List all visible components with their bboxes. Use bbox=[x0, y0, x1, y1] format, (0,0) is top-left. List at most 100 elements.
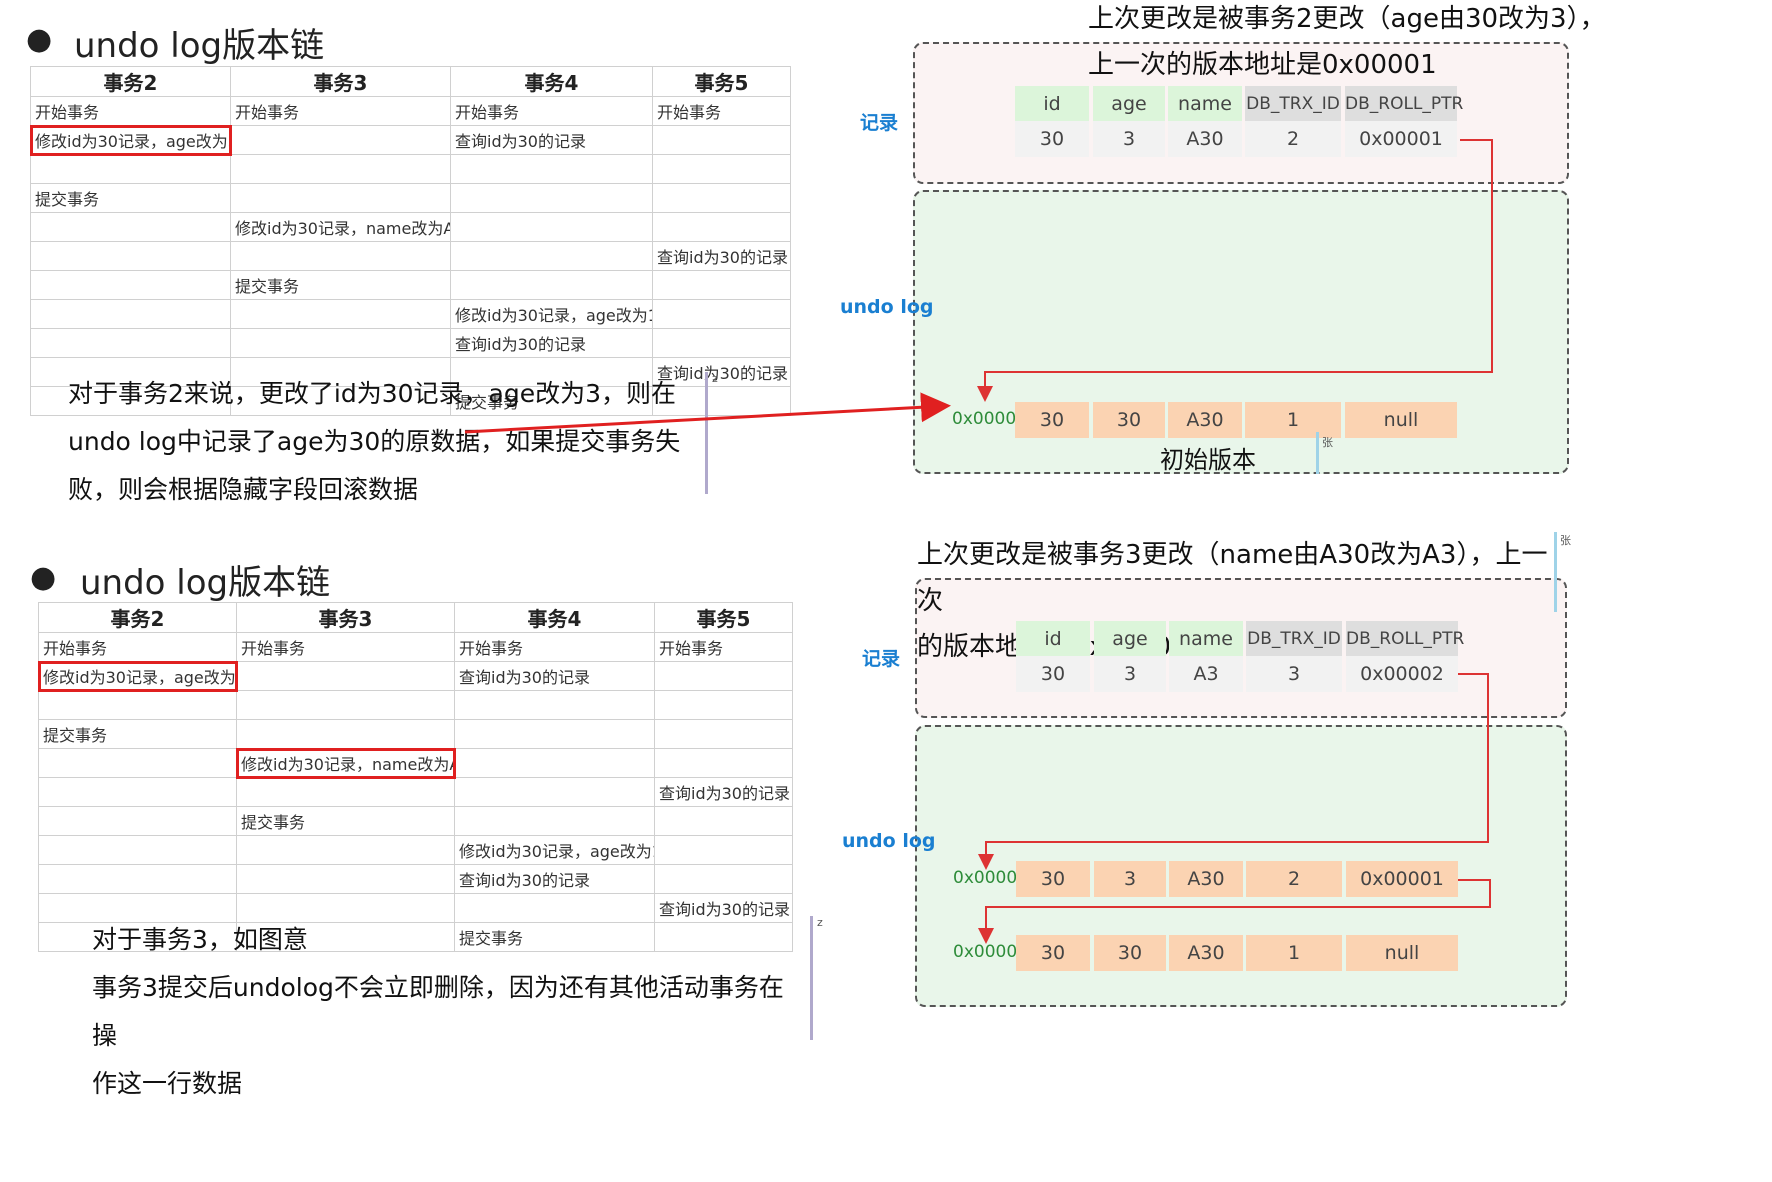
table-cell bbox=[654, 690, 793, 720]
undo-address: 0x00001 bbox=[952, 409, 1027, 429]
undo-cell: null bbox=[1346, 935, 1458, 971]
undo-log-label: undo log bbox=[842, 830, 936, 852]
undo-cell: 30 bbox=[1015, 402, 1089, 438]
caption-1: 上次更改是被事务2更改（age由30改为3）， 上一次的版本地址是0x00001 bbox=[1088, 0, 1768, 88]
explanation-line: 败，则会根据隐藏字段回滚数据 bbox=[68, 475, 419, 504]
table-row: 开始事务开始事务开始事务开始事务 bbox=[38, 632, 793, 662]
column-header: age bbox=[1093, 86, 1165, 122]
column-header: id bbox=[1016, 621, 1090, 657]
table-cell bbox=[230, 154, 451, 184]
table-row: 提交事务 bbox=[30, 270, 791, 300]
table-row: 查询id为30的记录 bbox=[30, 357, 791, 387]
table-cell bbox=[450, 212, 653, 242]
table-cell: 开始事务 bbox=[30, 96, 231, 126]
undo-cell: A30 bbox=[1169, 935, 1243, 971]
table-cell bbox=[654, 864, 793, 894]
table-cell bbox=[30, 328, 231, 358]
caption-line: 上一次的版本地址是0x00001 bbox=[1088, 50, 1437, 80]
table-cell bbox=[236, 719, 455, 749]
divider-bar bbox=[705, 372, 708, 494]
undo-cell: 0x00001 bbox=[1346, 861, 1458, 897]
table-cell bbox=[230, 299, 451, 329]
column-header: DB_TRX_ID bbox=[1246, 621, 1342, 657]
table-cell bbox=[230, 357, 451, 387]
side-mark: 张 bbox=[1560, 534, 1571, 547]
column-header: name bbox=[1169, 621, 1243, 657]
record-cell: 30 bbox=[1015, 121, 1089, 157]
explanation-line: 对于事务3，如图意 bbox=[92, 925, 308, 954]
table-header: 事务2 bbox=[30, 66, 231, 97]
undo-cell: 30 bbox=[1094, 935, 1166, 971]
caption-line: 上次更改是被事务2更改（age由30改为3）， bbox=[1088, 4, 1606, 34]
table-cell: 查询id为30的记录 bbox=[450, 125, 653, 155]
table-cell bbox=[652, 125, 791, 155]
undo-cell: A30 bbox=[1169, 861, 1243, 897]
table-row bbox=[38, 690, 793, 720]
section-heading-2: undo log版本链 bbox=[80, 563, 331, 603]
undo-cell: 2 bbox=[1246, 861, 1342, 897]
table-header: 事务2 bbox=[38, 602, 237, 633]
explanation-line: 事务3提交后undolog不会立即删除，因为还有其他活动事务在操 bbox=[92, 973, 784, 1050]
table-cell: 提交事务 bbox=[454, 922, 655, 952]
bullet-2: ● bbox=[30, 560, 57, 595]
table-cell bbox=[652, 154, 791, 184]
table-cell: 提交事务 bbox=[450, 386, 653, 416]
table-cell bbox=[38, 777, 237, 807]
explanation-line: undo log中记录了age为30的原数据，如果提交事务失 bbox=[68, 427, 681, 456]
column-header: DB_ROLL_PTR bbox=[1345, 86, 1463, 122]
table-cell: 查询id为30的记录 bbox=[652, 241, 791, 271]
table-cell bbox=[454, 748, 655, 778]
explanation-line: 作这一行数据 bbox=[92, 1069, 243, 1098]
table-cell bbox=[654, 922, 793, 952]
table-row: 提交事务 bbox=[38, 922, 793, 952]
table-cell bbox=[454, 777, 655, 807]
table-cell: 修改id为30记录，age改为10 bbox=[450, 299, 653, 329]
undo-cell: 30 bbox=[1016, 935, 1090, 971]
table-cell: 提交事务 bbox=[38, 719, 237, 749]
record-cell: 3 bbox=[1094, 656, 1166, 692]
explanation-2: 对于事务3，如图意 事务3提交后undolog不会立即删除，因为还有其他活动事务… bbox=[92, 916, 802, 1108]
table-cell bbox=[38, 864, 237, 894]
explanation-1: 对于事务2来说，更改了id为30记录，age改为3，则在 undo log中记录… bbox=[68, 370, 708, 514]
table-cell: 开始事务 bbox=[652, 96, 791, 126]
record-label: 记录 bbox=[860, 112, 899, 134]
corner-mark: z bbox=[712, 372, 718, 385]
record-cell: 3 bbox=[1093, 121, 1165, 157]
table-cell: 修改id为30记录，name改为A3 bbox=[230, 212, 451, 242]
table-row: 查询id为30的记录 bbox=[30, 241, 791, 271]
table-cell bbox=[236, 690, 455, 720]
undo-cell: 30 bbox=[1016, 861, 1090, 897]
explain-arrow bbox=[464, 392, 951, 434]
initial-version-label: 初始版本 bbox=[1160, 446, 1256, 474]
section-heading-1: undo log版本链 bbox=[74, 26, 325, 66]
table-cell bbox=[652, 328, 791, 358]
table-cell bbox=[30, 154, 231, 184]
table-cell: 查询id为30的记录 bbox=[654, 893, 793, 923]
table-cell: 查询id为30的记录 bbox=[450, 328, 653, 358]
table-cell bbox=[30, 386, 231, 416]
side-mark: 张 bbox=[1322, 436, 1333, 449]
table-row: 开始事务开始事务开始事务开始事务 bbox=[30, 96, 791, 126]
caption-line: 上次更改是被事务3更改（name由A30改为A3），上一次 bbox=[917, 540, 1548, 616]
roll-ptr-arrow bbox=[978, 673, 1489, 870]
table-cell bbox=[230, 386, 451, 416]
table-row: 提交事务 bbox=[38, 806, 793, 836]
table-cell bbox=[38, 922, 237, 952]
column-header: DB_ROLL_PTR bbox=[1346, 621, 1464, 657]
table-row: 修改id为30记录，name改为A3 bbox=[30, 212, 791, 242]
undo-address: 0x00002 bbox=[953, 868, 1028, 888]
table-cell bbox=[652, 183, 791, 213]
undo-address: 0x00001 bbox=[953, 942, 1028, 962]
table-row: 提交事务 bbox=[30, 183, 791, 213]
undo-cell: A30 bbox=[1168, 402, 1242, 438]
table-header: 事务3 bbox=[236, 602, 455, 633]
table-cell: 开始事务 bbox=[654, 632, 793, 662]
table-cell: 修改id为30记录，age改为3 bbox=[37, 660, 238, 692]
undo-cell: 1 bbox=[1246, 935, 1342, 971]
divider-bar bbox=[810, 916, 813, 1040]
table-cell bbox=[654, 719, 793, 749]
table-cell: 开始事务 bbox=[454, 632, 655, 662]
cursor-bar bbox=[1316, 432, 1319, 474]
